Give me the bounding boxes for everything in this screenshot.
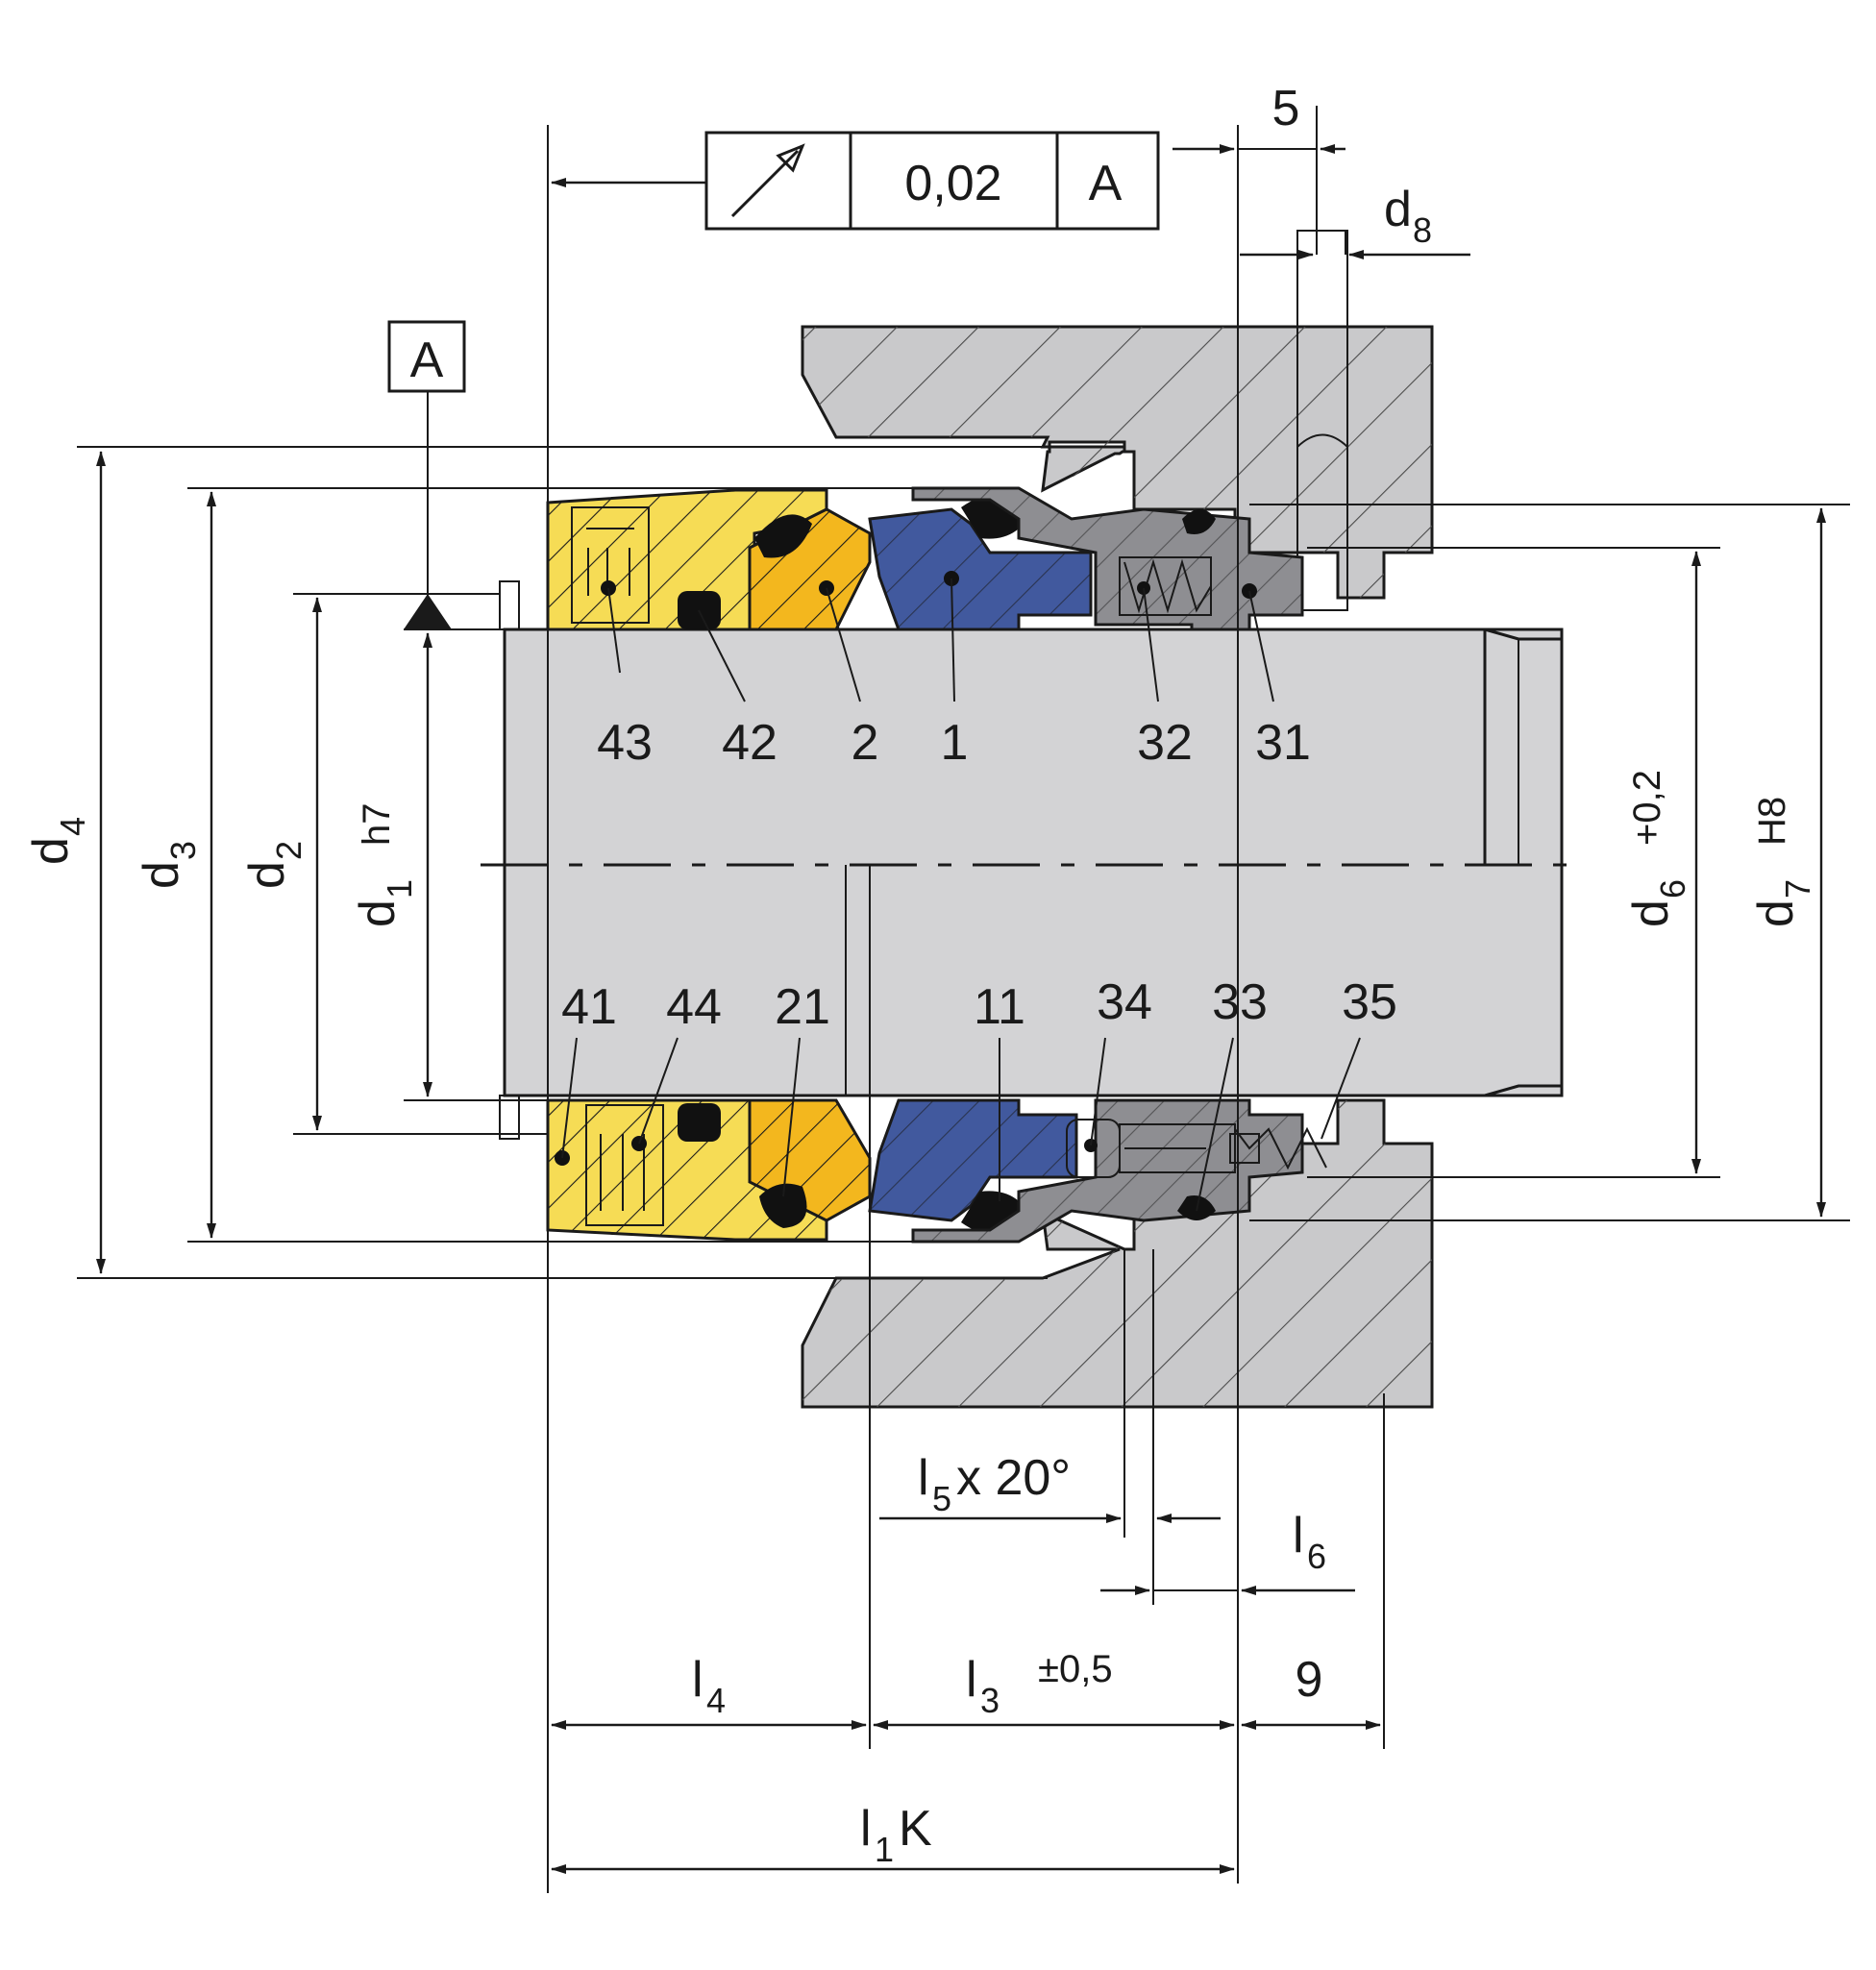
part-number: 34 (1097, 974, 1152, 1030)
svg-text:6: 6 (1307, 1537, 1326, 1576)
pin-tip (1296, 433, 1348, 448)
svg-text:3: 3 (980, 1681, 1000, 1720)
svg-text:h7: h7 (356, 803, 398, 847)
svg-text:l: l (918, 1450, 929, 1506)
svg-text:+0,2: +0,2 (1626, 770, 1668, 846)
dim-d7: d 7 H8 (1748, 797, 1817, 927)
part-32-spring (1119, 556, 1212, 616)
dim-l6: l 6 (1293, 1508, 1326, 1576)
part-numbers-upper: 43 42 2 1 32 31 (597, 715, 1311, 771)
part-number: 42 (722, 715, 778, 771)
dim-l5: l 5 x 20° (918, 1450, 1071, 1518)
sleeve-lip-bottom (499, 1095, 520, 1140)
dimension-lines (77, 106, 1850, 1893)
svg-text:l: l (1293, 1508, 1304, 1564)
part-11-face (868, 1098, 1078, 1222)
svg-text:d: d (239, 861, 295, 889)
svg-text:7: 7 (1778, 879, 1817, 899)
svg-text:1: 1 (875, 1830, 894, 1869)
tolerance-frame: 0,02 A (704, 131, 1160, 231)
svg-text:d: d (350, 899, 406, 927)
oring-31 (1182, 509, 1216, 534)
part-number: 44 (666, 979, 722, 1035)
dim-l3: l 3 ±0,5 (966, 1648, 1113, 1720)
part-number: 21 (775, 979, 830, 1035)
oring-lower-44 (678, 1103, 721, 1142)
tolerance-value: 0,02 (904, 156, 1001, 211)
part-number: 41 (561, 979, 617, 1035)
svg-text:d: d (134, 861, 189, 889)
svg-text:l: l (966, 1652, 977, 1708)
part-number: 43 (597, 715, 653, 771)
tolerance-datum: A (1089, 156, 1123, 211)
dim-d4: d 4 (23, 817, 92, 865)
svg-text:±0,5: ±0,5 (1038, 1648, 1113, 1690)
part-34-35-spring (1066, 1119, 1327, 1178)
svg-text:H8: H8 (1751, 797, 1793, 846)
part-number: 32 (1137, 715, 1193, 771)
dim-d1: d 1 h7 (350, 803, 419, 928)
part-number: 33 (1212, 974, 1268, 1030)
part-number: 2 (852, 715, 879, 771)
svg-text:d: d (1748, 899, 1804, 927)
svg-text:2: 2 (269, 841, 309, 860)
dim-d6: d 6 +0,2 (1623, 770, 1692, 927)
svg-text:3: 3 (163, 841, 203, 860)
dim-d2: d 2 (239, 841, 309, 889)
sleeve-lip-top (499, 580, 520, 630)
housing-bottom (801, 1098, 1434, 1409)
part-number: 11 (974, 979, 1025, 1035)
svg-text:d: d (23, 837, 79, 865)
svg-text:K: K (899, 1801, 932, 1857)
oring-upper-2 (754, 514, 812, 558)
svg-text:6: 6 (1653, 879, 1692, 899)
part-number: 31 (1255, 715, 1311, 771)
svg-text:8: 8 (1413, 210, 1432, 250)
svg-text:4: 4 (706, 1681, 726, 1720)
svg-text:x 20°: x 20° (956, 1450, 1071, 1506)
svg-text:4: 4 (53, 817, 92, 836)
svg-text:5: 5 (932, 1479, 951, 1518)
svg-text:1: 1 (380, 879, 419, 899)
svg-text:d: d (1623, 899, 1679, 927)
part-43-clamp-ring (546, 488, 828, 631)
dim-9: 9 (1296, 1652, 1323, 1708)
datum-box: A (387, 320, 466, 393)
run-out-arrow-icon (730, 149, 800, 218)
part-number: 35 (1342, 974, 1397, 1030)
oring-lower-21 (759, 1183, 807, 1228)
dim-d3: d 3 (134, 841, 203, 889)
dim-l1K: l 1 K (860, 1801, 932, 1869)
svg-text:l: l (692, 1652, 704, 1708)
dim-5: 5 (1272, 81, 1300, 136)
dim-l4: l 4 (692, 1652, 726, 1720)
dim-d8: d 8 (1384, 182, 1432, 250)
shaft (503, 628, 1564, 1097)
datum-label: A (410, 332, 444, 388)
part-number: 1 (941, 715, 969, 771)
svg-text:l: l (860, 1801, 872, 1857)
svg-text:d: d (1384, 182, 1412, 237)
part-41-clamp-ring (546, 1098, 828, 1242)
part-numbers-lower: 41 44 21 11 34 33 35 (561, 974, 1397, 1035)
pin-bore-top (1296, 230, 1348, 611)
